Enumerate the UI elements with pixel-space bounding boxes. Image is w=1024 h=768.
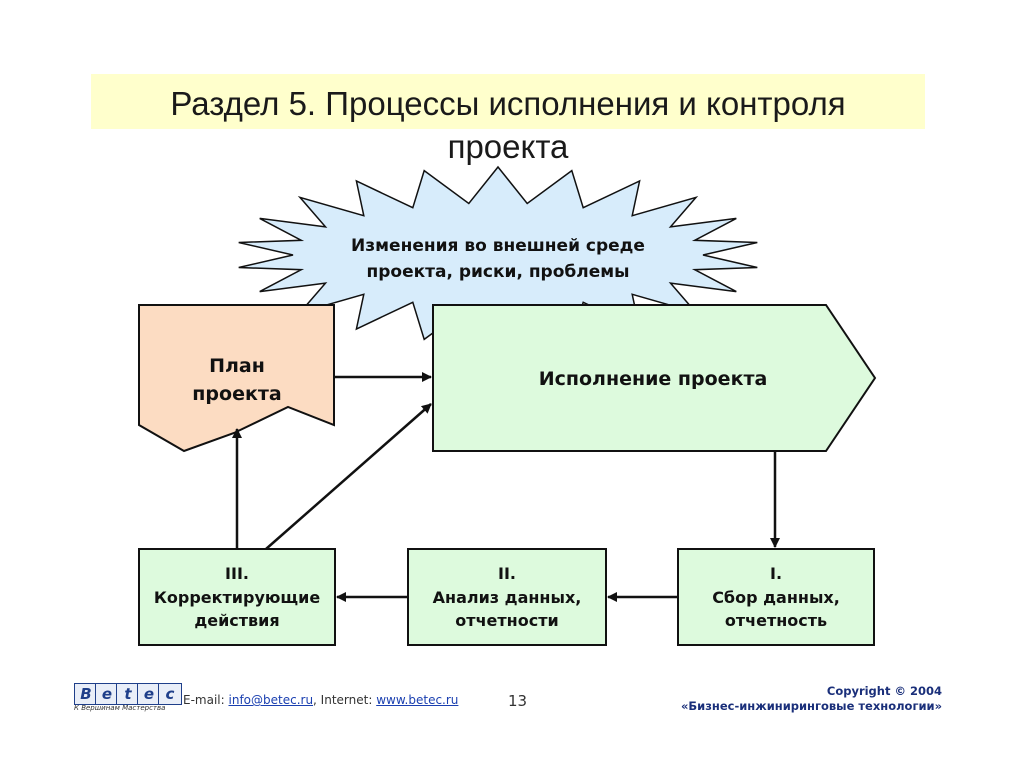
step2-box	[407, 548, 607, 646]
slide-title-line2: проекта	[447, 128, 569, 165]
logo-letter: c	[158, 683, 182, 705]
logo-tagline: К Вершинам Мастерства	[74, 704, 166, 712]
execution-label: Исполнение проекта	[539, 368, 768, 390]
step3-number: III.	[225, 564, 249, 583]
page-number: 13	[508, 692, 528, 710]
logo-letter: B	[74, 683, 98, 705]
step2-label-line1: Анализ данных,	[433, 588, 582, 607]
copyright-line2: «Бизнес-инжиниринговые технологии»	[680, 699, 942, 713]
plan-label-line2: проекта	[192, 383, 281, 405]
copyright: Copyright © 2004 «Бизнес-инжиниринговые …	[681, 684, 942, 714]
contacts: E-mail: info@betec.ru, Internet: www.bet…	[183, 693, 458, 707]
step1-number: I.	[770, 564, 782, 583]
step3-label-line1: Корректирующие	[154, 588, 321, 607]
plan-box	[138, 304, 335, 453]
slide-title: Раздел 5. Процессы исполнения и контроля…	[91, 82, 925, 168]
title-band	[91, 74, 925, 129]
step3-box	[138, 548, 336, 646]
copyright-line1: Copyright © 2004	[826, 684, 942, 698]
step2-number: II.	[498, 564, 516, 583]
step1-label-line1: Сбор данных,	[712, 588, 840, 607]
arrow-step3-to-execution	[265, 403, 432, 550]
betec-logo[interactable]: B e t e c	[74, 683, 182, 705]
internet-label: , Internet:	[313, 693, 373, 707]
cloud-label-line1: Изменения во внешней среде	[351, 236, 645, 256]
step1-label-line2: отчетность	[725, 611, 827, 630]
plan-label-line1: План	[209, 355, 265, 377]
step1-box	[677, 548, 875, 646]
website-link[interactable]: www.betec.ru	[376, 693, 459, 707]
email-link[interactable]: info@betec.ru	[228, 693, 314, 707]
execution-box	[432, 304, 877, 452]
step2-label-line2: отчетности	[455, 611, 558, 630]
slide-title-line1: Раздел 5. Процессы исполнения и контроля	[170, 85, 846, 122]
step3-label-line2: действия	[194, 611, 279, 630]
cloud-label-line2: проекта, риски, проблемы	[366, 262, 629, 282]
email-label: E-mail:	[183, 693, 225, 707]
